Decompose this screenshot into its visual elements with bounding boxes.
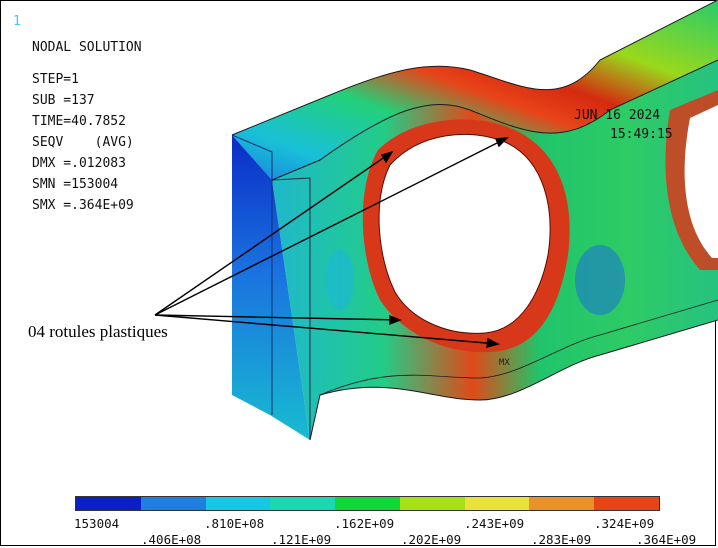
legend-swatch — [594, 497, 660, 510]
legend-swatch — [140, 497, 206, 510]
info-time: TIME=40.7852 — [32, 114, 126, 129]
beam-end-face — [232, 135, 310, 440]
legend-swatch — [399, 497, 465, 510]
annotation-arrows — [154, 137, 509, 348]
legend-label: .162E+09 — [334, 516, 395, 531]
legend-label: .202E+09 — [401, 532, 462, 547]
legend-swatch — [270, 497, 336, 510]
legend-label: .324E+09 — [594, 516, 655, 531]
plot-time: 15:49:15 — [610, 127, 673, 142]
info-smn: SMN =153004 — [32, 177, 119, 192]
solution-title: NODAL SOLUTION — [32, 40, 142, 55]
contour-legend-bar — [75, 496, 660, 511]
legend-swatch — [464, 497, 530, 510]
annotation-text: 04 rotules plastiques — [28, 322, 168, 341]
legend-label: 153004 — [74, 516, 120, 531]
legend-label: .283E+09 — [531, 532, 592, 547]
plot-date: JUN 16 2024 — [574, 108, 661, 123]
legend-label: .121E+09 — [271, 532, 332, 547]
beam-top-face — [232, 0, 718, 180]
info-step: STEP=1 — [32, 72, 79, 87]
info-smx: SMX =.364E+09 — [32, 198, 134, 213]
legend-label: .406E+08 — [141, 532, 202, 547]
hole-opening — [378, 133, 551, 334]
mx-marker: MX — [499, 358, 510, 368]
info-sub: SUB =137 — [32, 93, 95, 108]
legend-label: .810E+08 — [204, 516, 265, 531]
legend-label: .243E+09 — [464, 516, 525, 531]
info-seqv: SEQV (AVG) — [32, 135, 134, 150]
legend-label: .364E+09 — [636, 532, 697, 547]
legend-swatch — [76, 497, 141, 510]
legend-swatch — [335, 497, 400, 510]
info-dmx: DMX =.012083 — [32, 156, 126, 171]
legend-swatch — [205, 497, 271, 510]
legend-swatch — [529, 497, 595, 510]
window-number: 1 — [13, 14, 21, 29]
